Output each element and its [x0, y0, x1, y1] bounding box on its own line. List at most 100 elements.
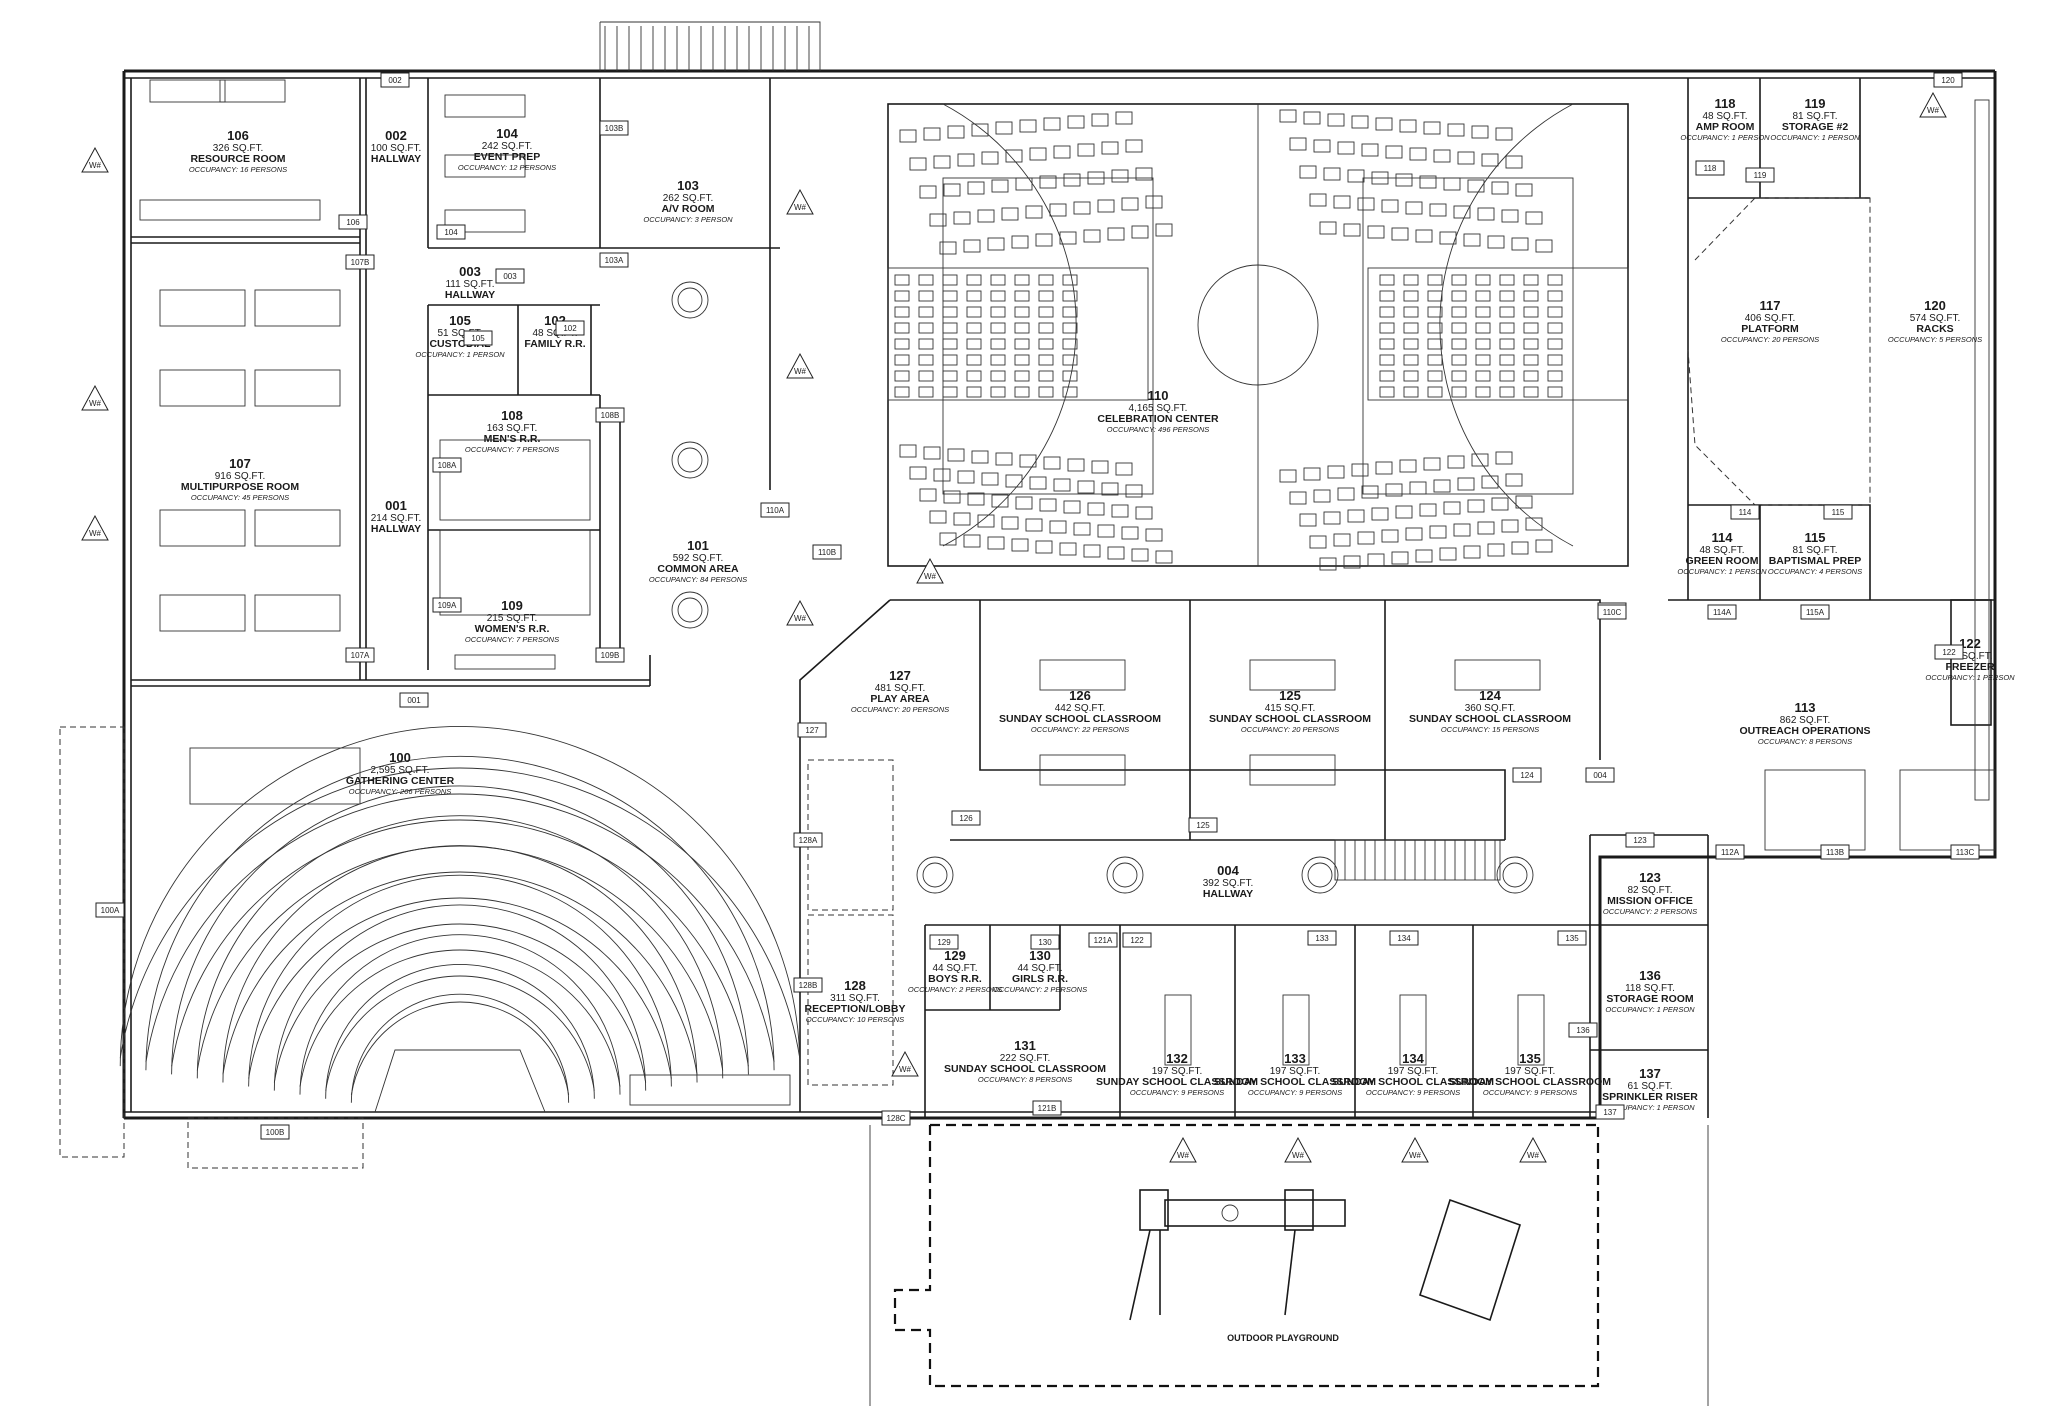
room-occupancy: OCCUPANCY: 1 PERSON — [1925, 673, 2015, 682]
north-stair — [599, 21, 821, 71]
svg-text:108B: 108B — [601, 411, 620, 420]
gathering-center-stage — [189, 747, 791, 1113]
room-number: 134 — [1402, 1051, 1424, 1066]
room-area: 360 SQ.FT. — [1465, 703, 1516, 714]
window-marker: W# — [1519, 1136, 1547, 1163]
svg-text:104: 104 — [444, 228, 458, 237]
svg-text:107A: 107A — [351, 651, 370, 660]
room-number: 106 — [227, 128, 249, 143]
room-name: SUNDAY SCHOOL CLASSROOM — [944, 1063, 1106, 1075]
room-name: HALLWAY — [445, 289, 495, 301]
room-occupancy: OCCUPANCY: 2 PERSONS — [1603, 907, 1697, 916]
door-tag: 135 — [1557, 930, 1587, 946]
room-number: 108 — [501, 408, 523, 423]
room-name: GATHERING CENTER — [346, 775, 455, 787]
room-occupancy: OCCUPANCY: 1 PERSON — [415, 350, 505, 359]
room-occupancy: OCCUPANCY: 9 PERSONS — [1483, 1088, 1577, 1097]
room-area: 197 SQ.FT. — [1505, 1066, 1556, 1077]
room-name: RACKS — [1916, 323, 1953, 335]
room-name: GIRLS R.R. — [1012, 973, 1068, 985]
room-occupancy: OCCUPANCY: 266 PERSONS — [349, 787, 452, 796]
window-marker: W# — [81, 514, 109, 541]
svg-text:122: 122 — [1130, 936, 1144, 945]
room-number: 001 — [385, 498, 407, 513]
room-name: CELEBRATION CENTER — [1097, 413, 1219, 425]
svg-text:124: 124 — [1520, 771, 1534, 780]
room-occupancy: OCCUPANCY: 1 PERSON — [1680, 133, 1770, 142]
door-tag: 002 — [380, 72, 410, 88]
door-tag: 120 — [1933, 72, 1963, 88]
room-occupancy: OCCUPANCY: 10 PERSONS — [806, 1015, 904, 1024]
window-marker: W# — [81, 384, 109, 411]
room-occupancy: OCCUPANCY: 7 PERSONS — [465, 445, 559, 454]
classroom-block-walls — [799, 599, 1996, 1118]
room-area: 592 SQ.FT. — [673, 553, 724, 564]
room-number: 003 — [459, 264, 481, 279]
gathering-center-entry — [59, 726, 364, 1169]
room-area: 61 SQ.FT. — [1627, 1081, 1672, 1092]
door-tag: 113B — [1820, 844, 1850, 860]
svg-text:128A: 128A — [799, 836, 818, 845]
room-name: BOYS R.R. — [928, 973, 982, 985]
door-tag: 128B — [793, 977, 823, 993]
room-name: EVENT PREP — [474, 151, 541, 163]
room-occupancy: OCCUPANCY: 4 PERSONS — [1768, 567, 1862, 576]
svg-text:103B: 103B — [605, 124, 624, 133]
room-area: 44 SQ.FT. — [1017, 963, 1062, 974]
room-name: RESOURCE ROOM — [190, 153, 285, 165]
svg-text:100A: 100A — [101, 906, 120, 915]
svg-text:115: 115 — [1832, 508, 1845, 517]
restroom-fixtures — [439, 439, 591, 670]
gathering-center-seating — [119, 725, 801, 1103]
window-marker: W# — [916, 557, 944, 584]
door-tag: 128A — [793, 832, 823, 848]
window-marker: W# — [891, 1050, 919, 1077]
room-area: 82 SQ.FT. — [1627, 885, 1672, 896]
room-name: PLAY AREA — [870, 693, 930, 705]
room-number: 126 — [1069, 688, 1091, 703]
room-area: 222 SQ.FT. — [1000, 1053, 1051, 1064]
svg-text:137: 137 — [1603, 1108, 1617, 1117]
door-tag: 126 — [951, 810, 981, 826]
room-occupancy: OCCUPANCY: 45 PERSONS — [191, 493, 289, 502]
room-occupancy: OCCUPANCY: 1 PERSON — [1770, 133, 1860, 142]
hallway-stair — [1334, 839, 1501, 881]
exterior-walls — [122, 69, 1997, 1120]
rectangular-tables — [139, 79, 1545, 1066]
room-area: 48 SQ.FT. — [532, 328, 577, 339]
room-area: 197 SQ.FT. — [1388, 1066, 1439, 1077]
svg-text:W#: W# — [89, 161, 102, 170]
svg-text:W#: W# — [924, 572, 937, 581]
room-name: STORAGE ROOM — [1606, 993, 1694, 1005]
room-name: HALLWAY — [1203, 888, 1253, 900]
room-number: 132 — [1166, 1051, 1188, 1066]
svg-text:110A: 110A — [766, 506, 785, 515]
window-marker: W# — [1284, 1136, 1312, 1163]
room-area: 481 SQ.FT. — [875, 683, 926, 694]
svg-text:W#: W# — [89, 529, 102, 538]
door-tag: 004 — [1585, 767, 1615, 783]
door-tag: 137 — [1595, 1104, 1625, 1120]
door-tag: 110B — [812, 544, 842, 560]
door-tag: 103A — [599, 252, 629, 268]
svg-text:112A: 112A — [1721, 848, 1740, 857]
room-name: SUNDAY SCHOOL CLASSROOM — [1449, 1076, 1611, 1088]
svg-text:128C: 128C — [886, 1114, 905, 1123]
door-tag: 125 — [1188, 817, 1218, 833]
door-tag: 104 — [436, 224, 466, 240]
room-name: SUNDAY SCHOOL CLASSROOM — [1409, 713, 1571, 725]
svg-text:001: 001 — [407, 696, 421, 705]
svg-text:127: 127 — [805, 726, 819, 735]
room-name: HALLWAY — [371, 153, 421, 165]
